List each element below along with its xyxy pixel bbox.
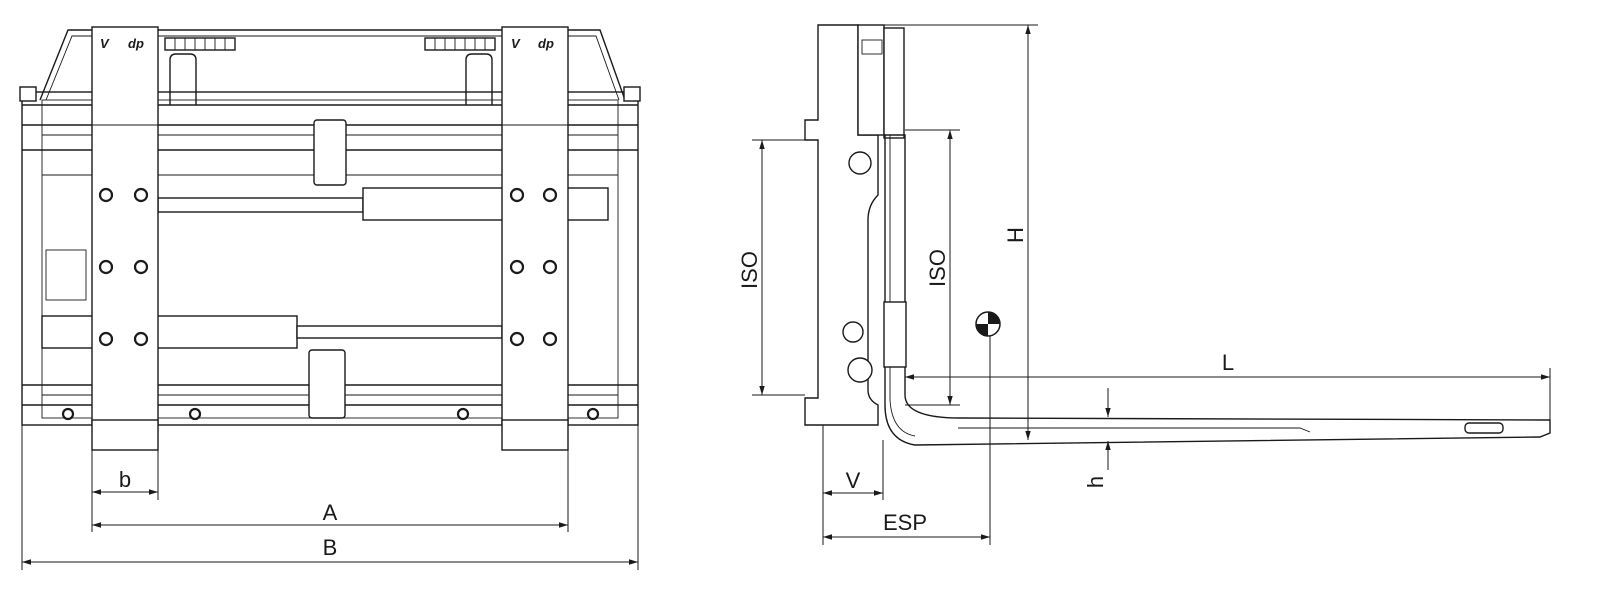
dim-label-a: A (323, 500, 338, 525)
dim-label-iso-fork: ISO (925, 249, 950, 287)
fork (884, 134, 1551, 446)
chain-right (424, 37, 496, 51)
dim-label-b: b (119, 467, 131, 492)
cylinder-bottom (41, 315, 298, 349)
bolts (61, 187, 600, 421)
dim-label-length: L (1222, 350, 1234, 375)
dim-label-v: V (846, 468, 861, 493)
guide-block-top (313, 119, 347, 186)
frame-outer (21, 91, 639, 426)
dim-label-thickness: h (1083, 476, 1108, 488)
cylinder-top (362, 187, 609, 221)
dim-label-height: H (1003, 227, 1028, 243)
guide-block-bottom (308, 349, 346, 419)
fork-carriage-right: V dp (501, 26, 569, 451)
front-view: V dp V dp b A B (19, 26, 641, 570)
logo-mark: V (100, 36, 110, 51)
chain-left (164, 37, 236, 51)
logo-mark: V (511, 36, 521, 51)
logo-mark: dp (128, 36, 144, 51)
center-of-gravity-icon (975, 311, 1001, 337)
dim-label-b-overall: B (323, 535, 338, 560)
dim-label-iso-carriage: ISO (737, 251, 762, 289)
fork-carriage-left: V dp (91, 26, 159, 451)
pin-icon (848, 151, 872, 175)
cylinder-rod-top (157, 197, 364, 213)
side-view: ISO ISO H L h V ESP (737, 24, 1551, 545)
dim-label-esp: ESP (883, 510, 927, 535)
top-guard (39, 29, 626, 101)
logo-mark: dp (538, 36, 554, 51)
